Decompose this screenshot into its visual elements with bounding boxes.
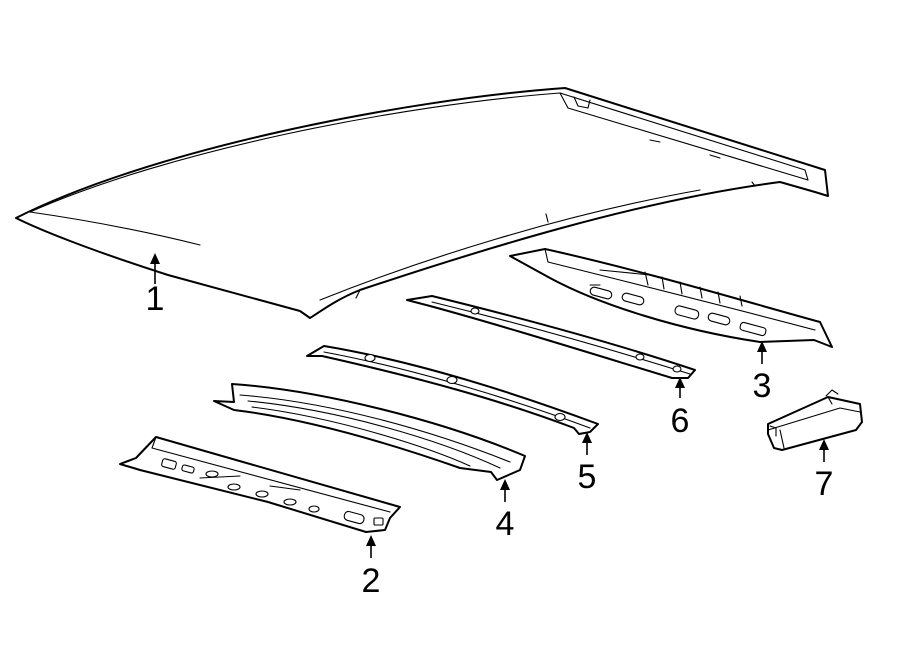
callout-1-label: 1 [146,280,165,318]
callout-6-label: 6 [671,402,690,440]
callout-2-label: 2 [362,562,381,600]
callout-4: 4 [496,479,515,543]
callout-3: 3 [753,341,772,405]
callout-5-label: 5 [578,458,597,496]
part-6-roof-bow-rear [406,295,696,379]
part-3-rear-header-panel [509,248,833,348]
callout-4-label: 4 [496,505,515,543]
part-1-roof-panel [15,87,829,319]
callout-6: 6 [671,377,690,440]
part-7-bracket [767,389,863,451]
callout-7: 7 [815,439,834,503]
callout-7-label: 7 [815,465,834,503]
part-5-roof-bow-center [306,345,599,435]
callout-1: 1 [146,253,165,318]
callout-5: 5 [578,432,597,496]
part-2-roof-header-reinforcement [119,436,401,533]
part-4-roof-bow-front [213,383,526,481]
callout-3-label: 3 [753,367,772,405]
callout-2: 2 [362,535,381,600]
